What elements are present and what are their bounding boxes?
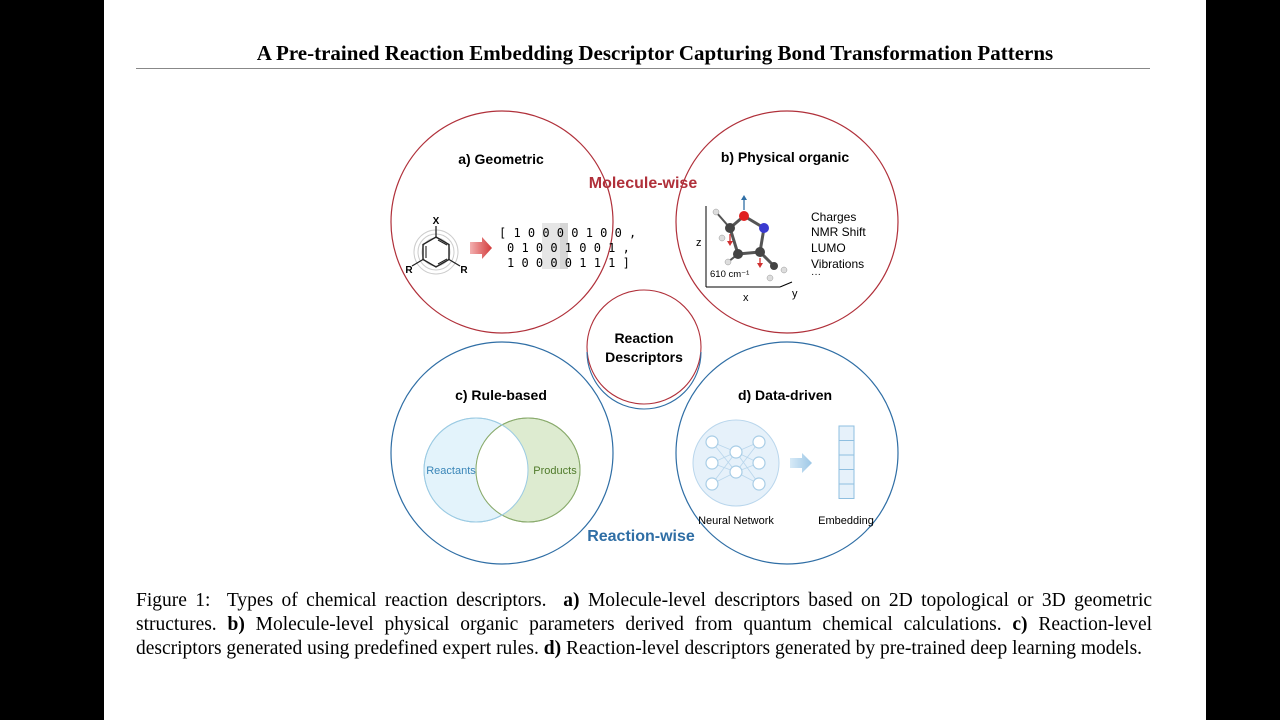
paper-title: A Pre-trained Reaction Embedding Descrip… [256,41,1054,65]
embedding-arrow-icon [790,453,812,473]
molecule-wise-label: Molecule-wise [589,175,698,192]
neural-network-label: Neural Network [698,515,774,527]
property-charges: Charges [811,210,856,224]
caption-b-label: b) [227,614,245,635]
embedding-vector-icon [838,425,855,499]
axes-3d [705,206,793,288]
neural-network-icon [692,419,780,507]
fingerprint-highlight [542,223,568,269]
right-arrow-icon [470,237,492,259]
figure-caption: Figure 1: Types of chemical reaction des… [136,589,1152,661]
panel-d-circle [675,341,899,565]
reaction-wise-label: Reaction-wise [587,528,695,545]
embedding-label: Embedding [818,515,874,527]
property-vibrations: Vibrations [811,257,864,271]
axis-x-label: x [743,292,749,304]
panel-b-title: b) Physical organic [721,149,850,165]
frequency-label: 610 cm⁻¹ [710,269,749,280]
products-label: Products [533,465,577,477]
axis-z-label: z [696,237,702,249]
reactants-label: Reactants [426,465,476,477]
title-rule [136,68,1150,69]
caption-d-text: Reaction-level descriptors generated by … [565,638,1143,659]
figure-1: Molecule-wise Reaction-wise Reaction Des… [390,110,899,565]
molecule-3d [712,195,788,282]
caption-d-label: d) [543,638,562,659]
property-lumo: LUMO [811,241,846,255]
panel-d-title: d) Data-driven [738,387,832,403]
panel-c-circle [390,341,614,565]
benzene-molecule [411,226,461,275]
atom-label-r-right: R [460,265,468,276]
paper-page: A Pre-trained Reaction Embedding Descrip… [104,0,1206,720]
fingerprint-row-3: 1 0 0 0 0 1 1 1 ] [507,256,630,270]
caption-c-text: Reaction-level descriptors generated usi… [136,614,1153,659]
center-circle [586,289,702,410]
caption-a-label: a) [563,590,580,611]
panel-a-circle [390,110,614,334]
panel-b-circle [675,110,899,334]
caption-b-text: Molecule-level physical organic paramete… [255,614,1002,635]
caption-a-text: Molecule-level descriptors based on 2D t… [136,590,1153,635]
fingerprint-row-1: [ 1 0 0 0 0 1 0 0 , [499,226,636,240]
caption-intro: Types of chemical reaction descriptors. [226,590,547,611]
atom-label-r-left: R [405,265,413,276]
caption-c-label: c) [1012,614,1028,635]
property-nmr: NMR Shift [811,225,866,239]
venn-diagram [423,417,581,523]
center-label-line2: Descriptors [605,349,683,365]
panel-a-title: a) Geometric [458,151,544,167]
axis-y-label: y [792,288,798,300]
center-label-line1: Reaction [614,330,673,346]
caption-figure-label: Figure 1: [136,590,211,611]
atom-label-x: X [433,216,440,227]
panel-c-title: c) Rule-based [455,387,547,403]
fingerprint-row-2: 0 1 0 0 1 0 0 1 , [507,241,630,255]
property-ellipsis: ··· [811,269,821,280]
